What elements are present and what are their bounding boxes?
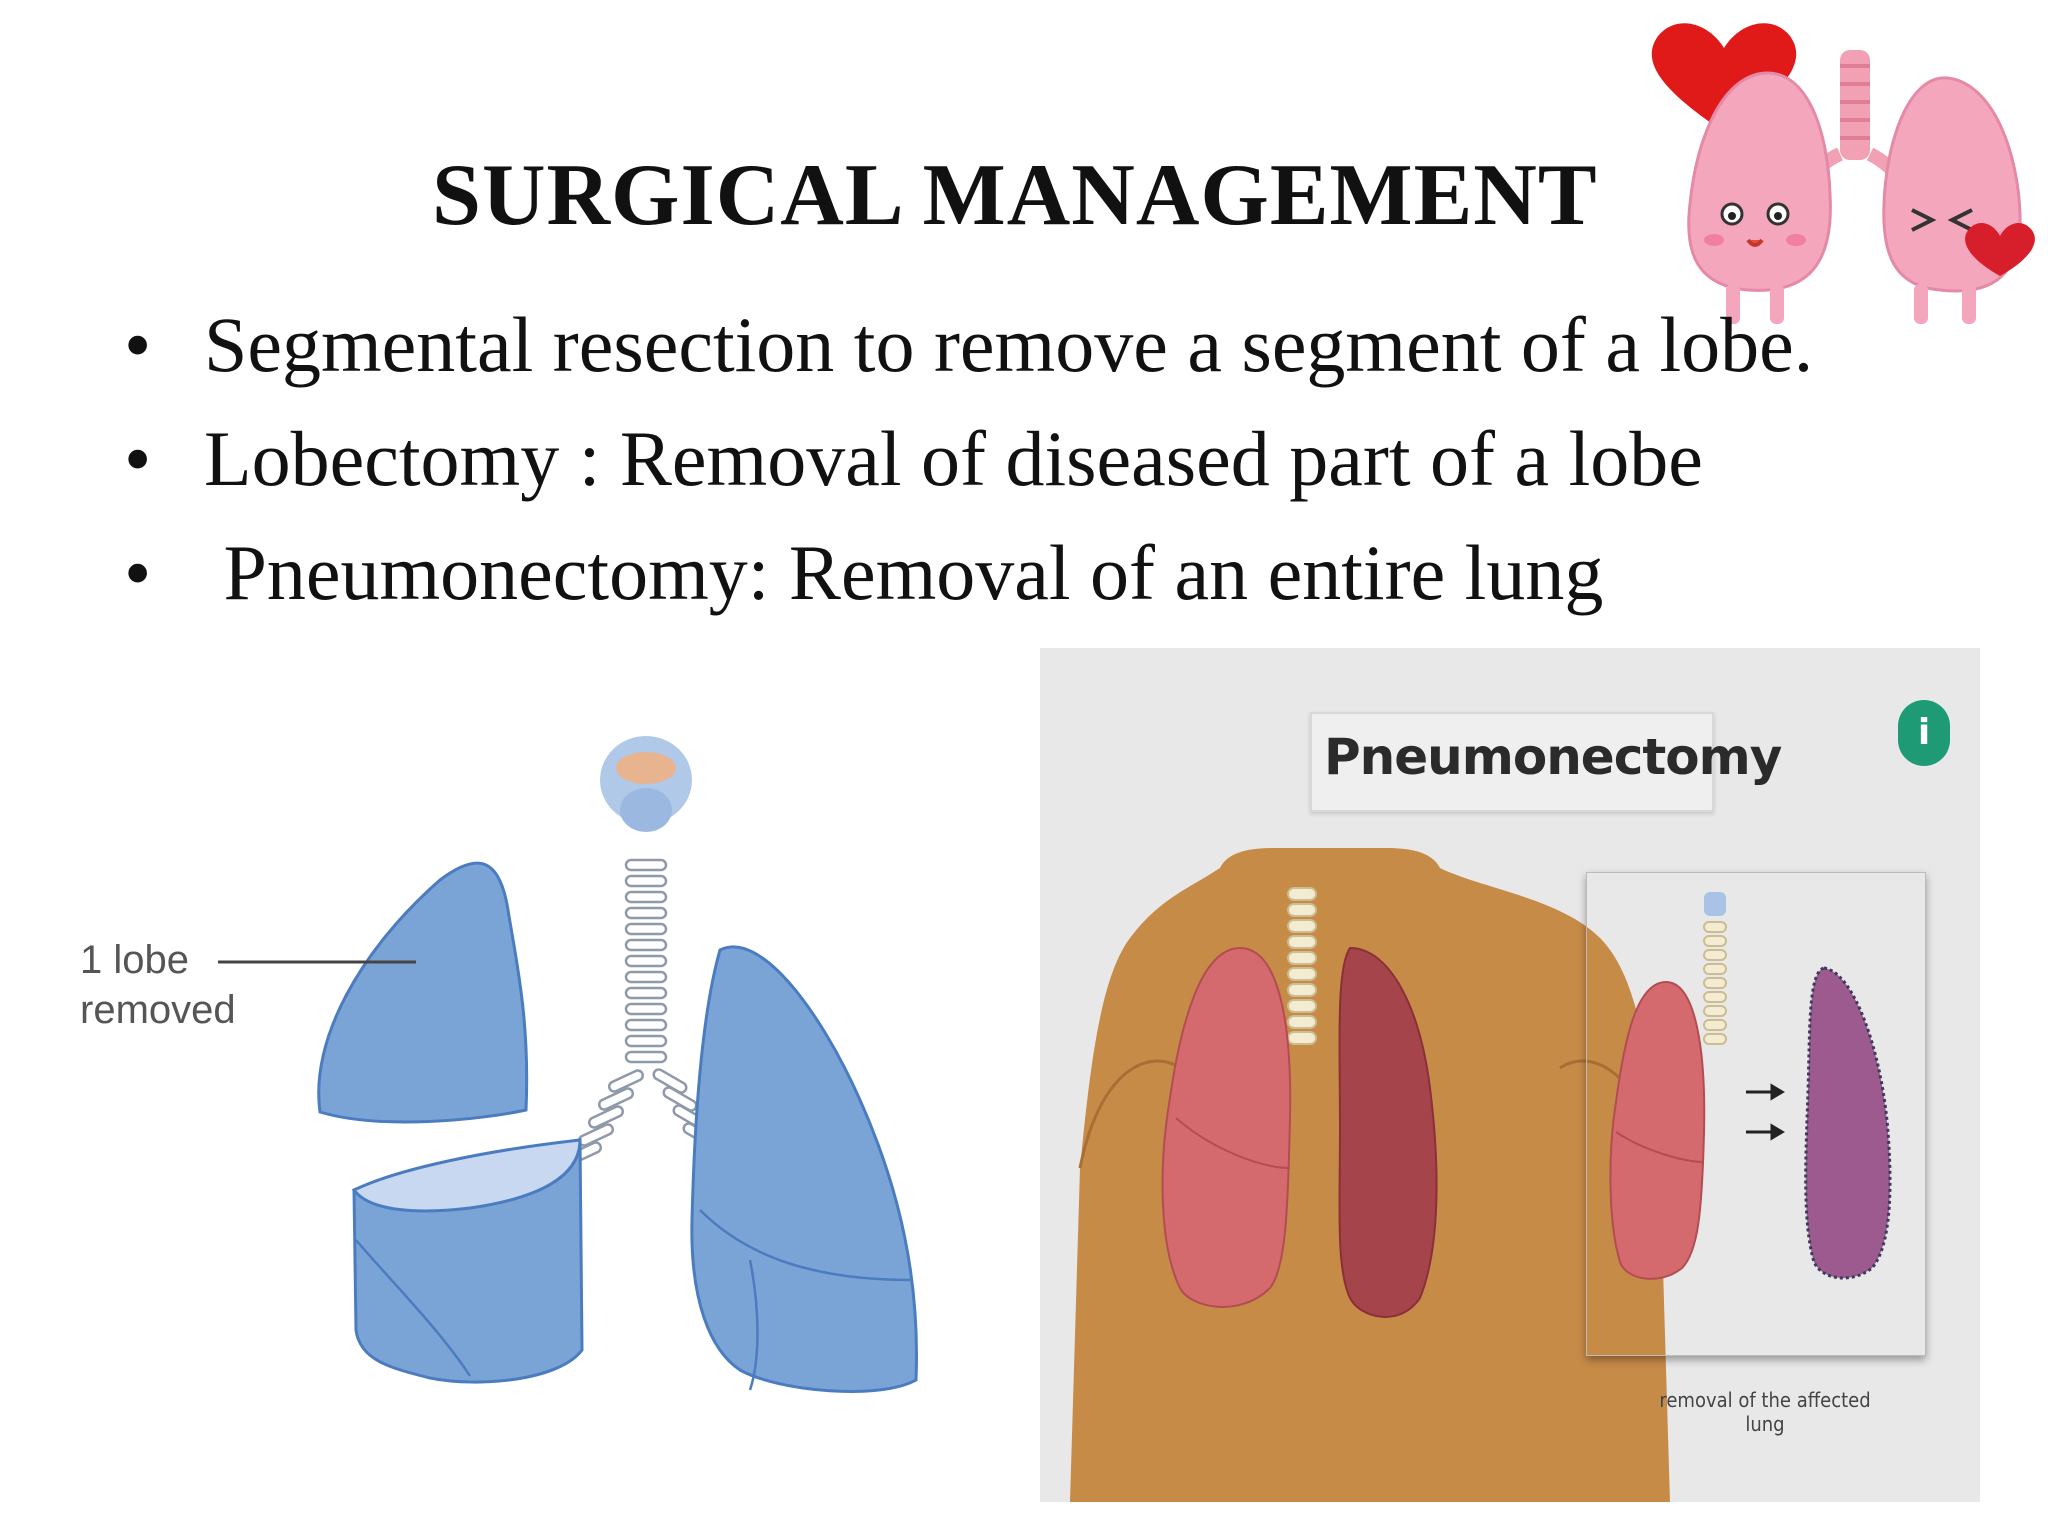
torso-lungs-icon [1070,848,1892,1502]
pneumonectomy-title-box: Pneumonectomy [1310,712,1782,812]
pneumonectomy-illustration: Pneumonectomy i removal of the affected … [1040,648,1980,1502]
inset-caption: removal of the affected lung [1659,1388,1871,1436]
bullet-text: Lobectomy : Removal of diseased part of … [204,415,1703,502]
lobectomy-illustration: 1 lobe removed [60,720,980,1440]
brand-logo-icon: i [1898,700,1950,766]
inset-frame [1586,872,1926,1356]
cartoon-lungs-icon [1651,23,2035,324]
lobe-label-line1: 1 lobe [80,938,189,982]
bullet-text: Pneumonectomy: Removal of an entire lung [204,529,1604,616]
bullet-marker: • [124,301,152,388]
slide-title: SURGICAL MANAGEMENT [432,147,1598,244]
lobe-label-line2: removed [80,988,236,1032]
bullet-text: Segmental resection to remove a segment … [204,301,1814,388]
pneumonectomy-title: Pneumonectomy [1324,728,1782,786]
lungs-one-lobe-removed-icon [218,736,918,1393]
bullet-marker: • [124,529,152,616]
bullet-marker: • [124,415,152,502]
